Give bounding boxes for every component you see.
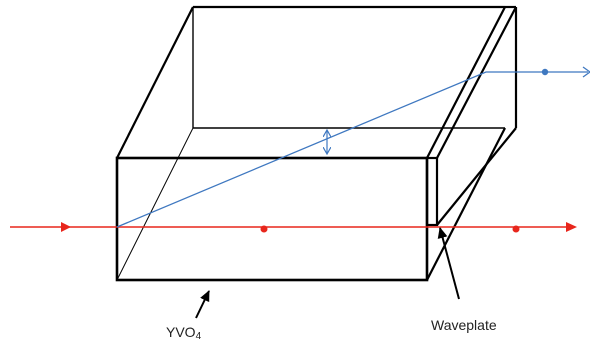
ordinary-beam-dot-inside	[260, 225, 268, 233]
waveplate-front-face	[425, 156, 439, 227]
waveplate-pointer-arrow	[437, 227, 460, 300]
ordinary-beam-arrow-in	[61, 222, 71, 232]
edge-bottom-left	[116, 127, 194, 281]
ordinary-beam	[10, 222, 577, 233]
edge-bottom-right	[426, 127, 506, 281]
front-face	[115, 156, 429, 282]
edge-top-right	[426, 6, 506, 159]
waveplate-label: Waveplate	[431, 317, 497, 333]
yvo4-crystal	[115, 5, 506, 282]
extraordinary-beam	[116, 66, 590, 228]
extraordinary-beam-path	[116, 71, 588, 228]
ordinary-beam-dot-outside	[512, 225, 520, 233]
extraordinary-beam-dot	[541, 68, 549, 76]
crystal-label: YVO4	[166, 324, 201, 342]
waveplate-bottom-edge	[436, 127, 517, 226]
crystal-pointer-arrow	[195, 290, 210, 319]
label-pointers	[195, 227, 460, 319]
waveplate-top-edge	[436, 6, 517, 159]
crystal-label-subscript: 4	[195, 331, 202, 342]
waveplate-slab	[425, 5, 518, 227]
crystal-label-main: YVO	[166, 324, 196, 340]
ordinary-beam-arrow-out	[566, 222, 577, 232]
extraordinary-beam-arrow-out	[582, 66, 590, 78]
edge-top-left	[116, 6, 194, 159]
